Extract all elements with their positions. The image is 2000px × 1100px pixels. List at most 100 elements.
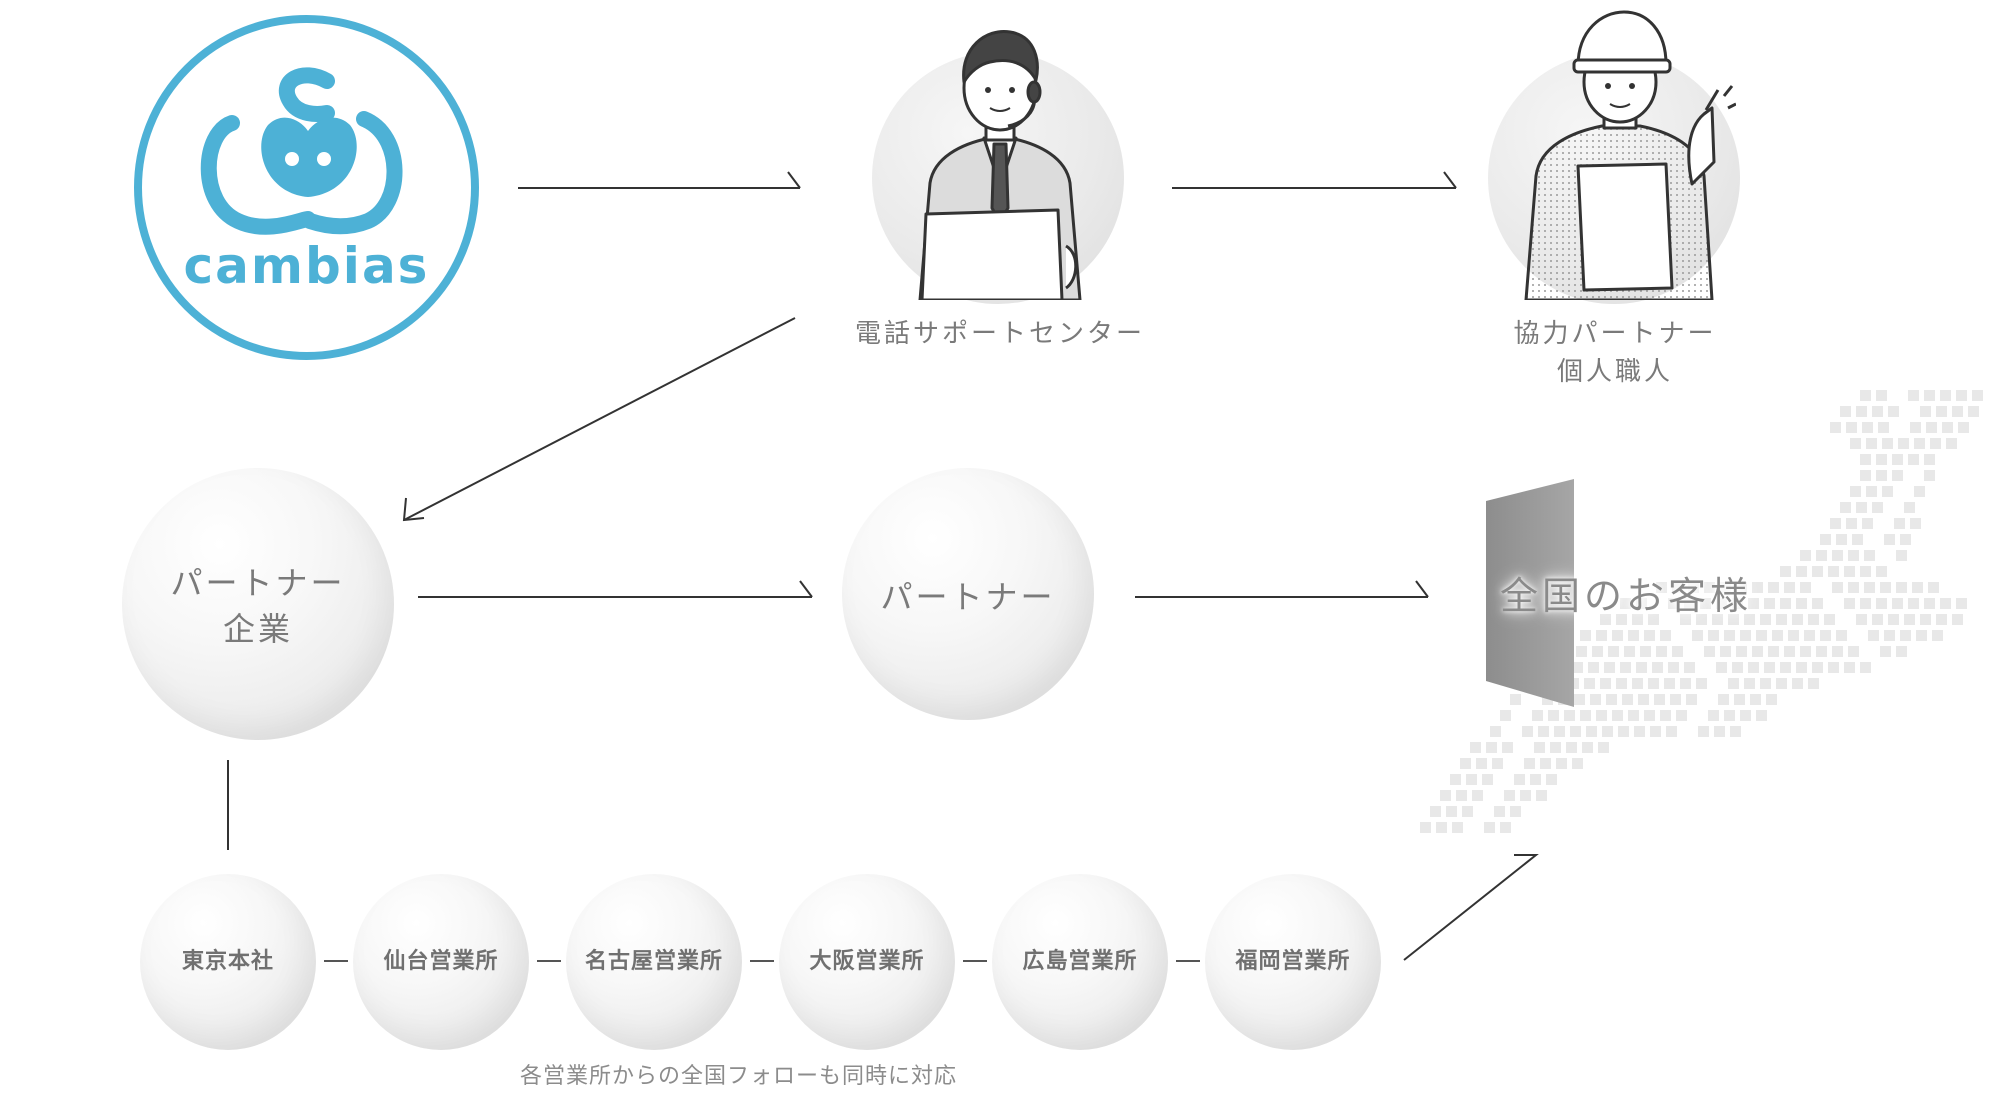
map-dot — [1860, 662, 1871, 673]
map-dot — [1660, 710, 1671, 721]
map-dot — [1828, 662, 1839, 673]
map-dot — [1866, 438, 1877, 449]
map-dot — [1884, 630, 1895, 641]
map-dot — [1556, 758, 1567, 769]
map-dot — [1816, 550, 1827, 561]
map-dot — [1602, 726, 1613, 737]
map-dot — [1664, 678, 1675, 689]
map-dot — [1892, 454, 1903, 465]
map-dot — [1848, 582, 1859, 593]
map-dot — [1548, 710, 1559, 721]
map-dot — [1470, 742, 1481, 753]
map-dot — [1920, 614, 1931, 625]
map-dot — [1696, 614, 1707, 625]
map-dot — [1564, 710, 1575, 721]
map-dot — [1466, 774, 1477, 785]
map-dot — [1924, 454, 1935, 465]
map-dot — [1612, 710, 1623, 721]
map-dot — [1452, 822, 1463, 833]
map-dot — [1624, 646, 1635, 657]
map-dot — [1734, 694, 1745, 705]
office-connector — [750, 960, 774, 962]
map-dot — [1732, 598, 1743, 609]
map-dot — [1932, 630, 1943, 641]
map-dot — [1772, 630, 1783, 641]
map-dot — [1500, 822, 1511, 833]
map-dot — [1640, 646, 1651, 657]
map-dot — [1494, 806, 1505, 817]
map-dot — [1712, 614, 1723, 625]
office-connector — [963, 960, 987, 962]
map-dot — [1776, 678, 1787, 689]
map-dot — [1436, 822, 1447, 833]
map-dot — [1634, 726, 1645, 737]
map-dot — [1744, 614, 1755, 625]
map-dot — [1446, 806, 1457, 817]
map-dot — [1812, 566, 1823, 577]
map-dot — [1576, 646, 1587, 657]
map-dot — [1714, 726, 1725, 737]
map-dot — [1420, 822, 1431, 833]
map-dot — [1868, 630, 1879, 641]
map-dot — [1750, 694, 1761, 705]
map-dot — [1898, 438, 1909, 449]
office-node: 仙台営業所 — [353, 874, 529, 1050]
cambias-logo: cambias — [134, 15, 479, 360]
map-dot — [1780, 598, 1791, 609]
map-dot — [1840, 406, 1851, 417]
map-dot — [1752, 582, 1763, 593]
map-dot — [1940, 390, 1951, 401]
map-dot — [1848, 646, 1859, 657]
office-label: 名古屋営業所 — [584, 949, 723, 974]
map-dot — [1796, 662, 1807, 673]
map-dot — [1968, 406, 1979, 417]
map-dot — [1600, 614, 1611, 625]
cambias-mark-icon — [200, 67, 403, 235]
map-dot — [1696, 678, 1707, 689]
footnote: 各営業所からの全国フォローも同時に対応 — [520, 1064, 958, 1089]
map-dot — [1894, 518, 1905, 529]
map-dot — [1824, 614, 1835, 625]
map-dot — [1850, 486, 1861, 497]
map-dot — [1946, 438, 1957, 449]
map-dot — [1860, 598, 1871, 609]
map-dot — [1532, 710, 1543, 721]
map-dot — [1636, 662, 1647, 673]
map-dot — [1836, 534, 1847, 545]
map-dot — [1860, 390, 1871, 401]
map-dot — [1572, 662, 1583, 673]
customers-label: 全国のお客様 — [1500, 574, 1753, 618]
map-dot — [1840, 502, 1851, 513]
map-dot — [1816, 646, 1827, 657]
map-dot — [1684, 662, 1695, 673]
map-dot — [1670, 694, 1681, 705]
map-dot — [1910, 422, 1921, 433]
map-dot — [1510, 694, 1521, 705]
map-dot — [1672, 582, 1683, 593]
map-dot — [1574, 694, 1585, 705]
map-dot — [1788, 630, 1799, 641]
map-dot — [1700, 598, 1711, 609]
map-dot — [1832, 646, 1843, 657]
map-dot — [1660, 630, 1671, 641]
map-dot — [1830, 422, 1841, 433]
map-dot — [1522, 726, 1533, 737]
map-dot — [1882, 486, 1893, 497]
map-dot — [1812, 662, 1823, 673]
map-dot — [1888, 406, 1899, 417]
office-node: 東京本社 — [140, 874, 316, 1050]
map-dot — [1476, 758, 1487, 769]
map-dot — [1590, 694, 1601, 705]
map-dot — [1692, 630, 1703, 641]
map-dot — [1736, 646, 1747, 657]
map-dot — [1536, 790, 1547, 801]
map-dot — [1490, 726, 1501, 737]
map-dot — [1612, 630, 1623, 641]
map-dot — [1716, 598, 1727, 609]
map-dot — [1632, 678, 1643, 689]
map-dot — [1596, 710, 1607, 721]
map-dot — [1668, 662, 1679, 673]
map-dot — [1796, 598, 1807, 609]
office-node: 福岡営業所 — [1205, 874, 1381, 1050]
map-dot — [1768, 582, 1779, 593]
